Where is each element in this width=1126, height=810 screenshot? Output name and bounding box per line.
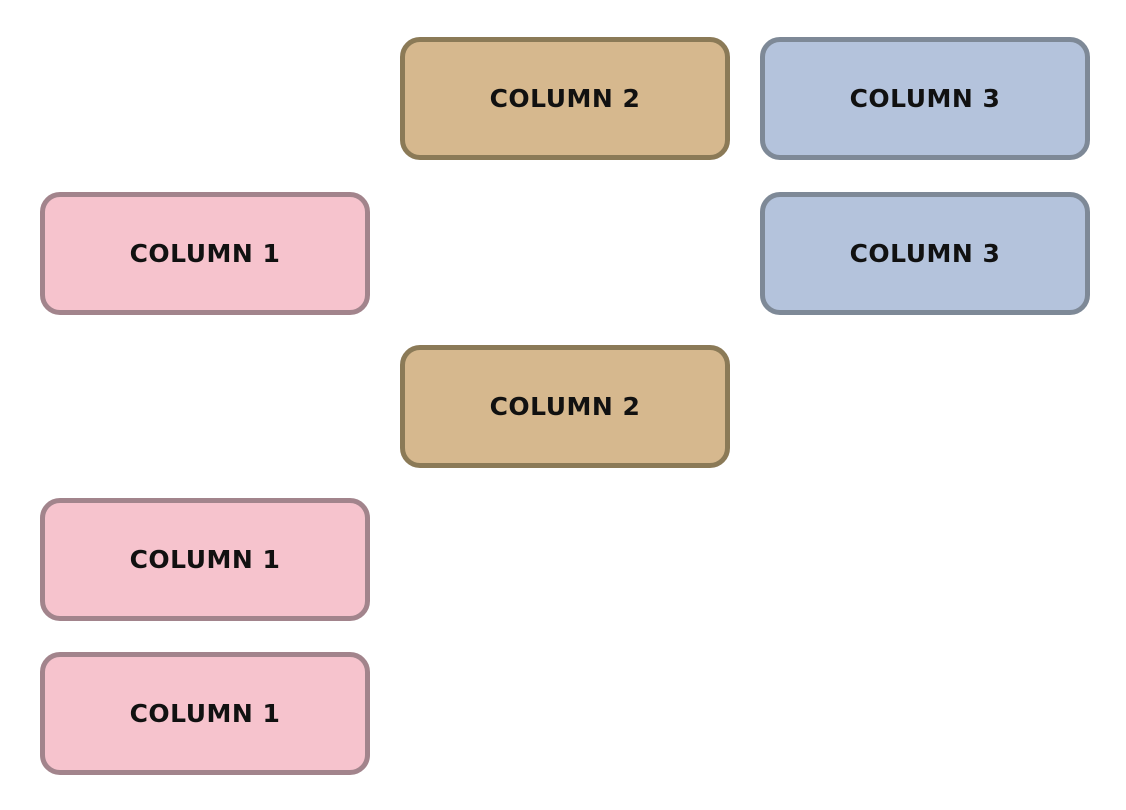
card-label: COLUMN 1 <box>129 699 281 728</box>
card-label: COLUMN 1 <box>129 545 281 574</box>
card-column-1[interactable]: COLUMN 1 <box>40 192 370 315</box>
card-label: COLUMN 1 <box>129 239 281 268</box>
card-column-1[interactable]: COLUMN 1 <box>40 652 370 775</box>
card-label: COLUMN 2 <box>489 392 641 421</box>
card-label: COLUMN 2 <box>489 84 641 113</box>
card-column-1[interactable]: COLUMN 1 <box>40 498 370 621</box>
card-column-2[interactable]: COLUMN 2 <box>400 37 730 160</box>
card-column-3[interactable]: COLUMN 3 <box>760 192 1090 315</box>
card-label: COLUMN 3 <box>849 239 1001 268</box>
card-column-2[interactable]: COLUMN 2 <box>400 345 730 468</box>
card-column-3[interactable]: COLUMN 3 <box>760 37 1090 160</box>
card-label: COLUMN 3 <box>849 84 1001 113</box>
